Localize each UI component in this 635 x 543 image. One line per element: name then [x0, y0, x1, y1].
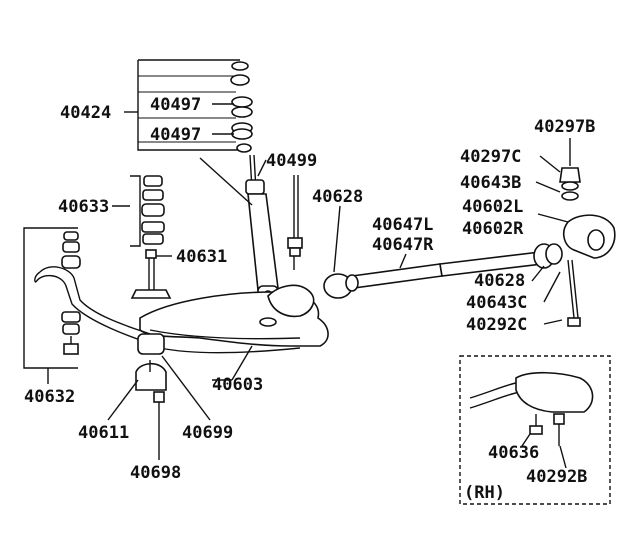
label-rh: (RH)	[464, 483, 505, 503]
strut-bar	[323, 243, 563, 299]
shock-mount-bolt	[287, 175, 303, 270]
label-40647L: 40647L	[372, 215, 433, 235]
label-40611: 40611	[78, 423, 129, 443]
label-40633: 40633	[58, 197, 109, 217]
label-40497-lower: 40497	[150, 125, 201, 145]
label-40292C: 40292C	[466, 315, 527, 335]
label-40499: 40499	[266, 151, 317, 171]
label-40699: 40699	[182, 423, 233, 443]
label-40292B: 40292B	[526, 467, 587, 487]
label-40628-left: 40628	[312, 187, 363, 207]
label-40643B: 40643B	[460, 173, 521, 193]
label-40297B: 40297B	[534, 117, 595, 137]
strut-bar-bracket	[559, 167, 616, 327]
label-40628-right: 40628	[474, 271, 525, 291]
label-40297C: 40297C	[460, 147, 521, 167]
lower-control-arm	[139, 284, 329, 354]
stabilizer-link-assembly	[130, 175, 172, 299]
label-40424: 40424	[60, 103, 111, 123]
label-40602L: 40602L	[462, 197, 523, 217]
label-40636: 40636	[488, 443, 539, 463]
label-40632: 40632	[24, 387, 75, 407]
rh-detail-box	[459, 355, 611, 505]
label-40698: 40698	[130, 463, 181, 483]
stabilizer-bar	[34, 266, 151, 343]
stabilizer-bushing-bracket	[135, 333, 167, 414]
part-labels: 40424 40497 40497 40499 40633 40631 4062…	[24, 95, 595, 503]
label-40643C: 40643C	[466, 293, 527, 313]
label-40647R: 40647R	[372, 235, 434, 255]
label-40602R: 40602R	[462, 219, 524, 239]
stabilizer-link-box	[23, 227, 81, 384]
shock-absorber	[199, 154, 279, 305]
label-40497-upper: 40497	[150, 95, 201, 115]
label-40631: 40631	[176, 247, 227, 267]
leader-lines	[107, 103, 571, 469]
label-40603: 40603	[212, 375, 263, 395]
